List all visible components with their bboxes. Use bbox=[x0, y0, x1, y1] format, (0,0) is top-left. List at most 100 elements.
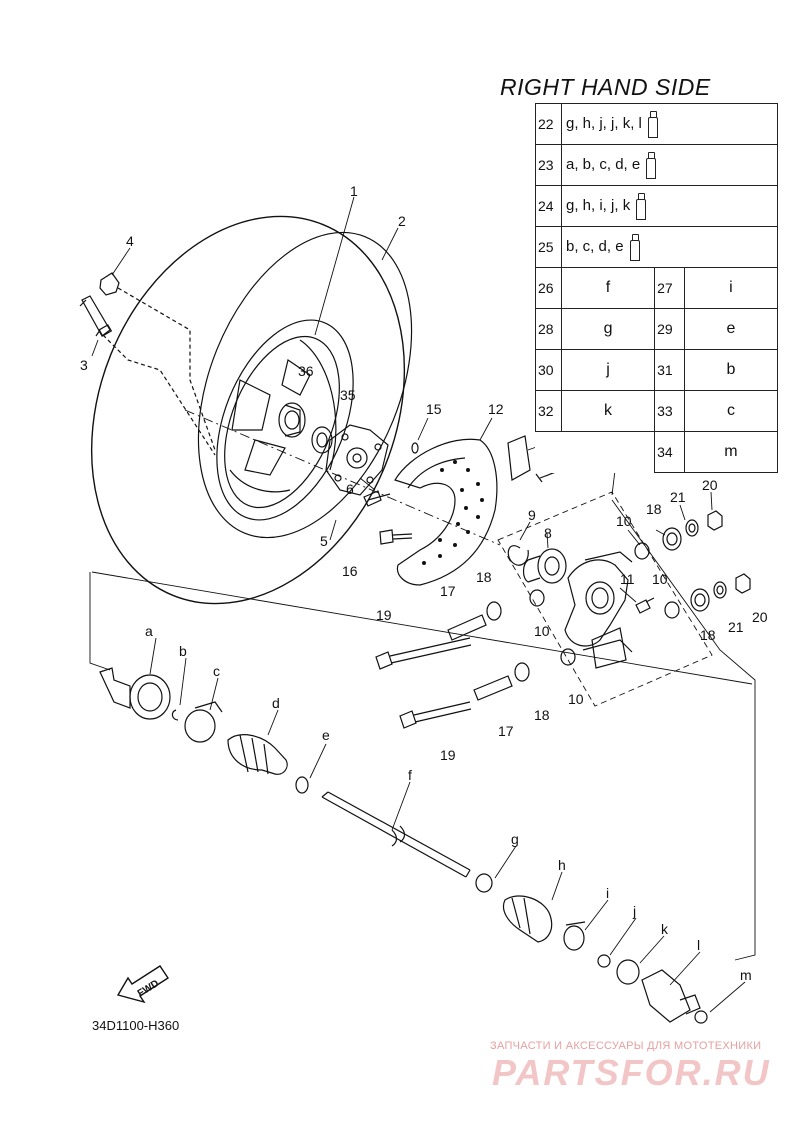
disc-bolt bbox=[379, 529, 413, 545]
callout-5: 5 bbox=[320, 533, 328, 549]
upper-seal-set bbox=[662, 510, 723, 551]
callout-10b: 10 bbox=[652, 571, 668, 587]
hub-collar bbox=[278, 402, 306, 438]
valve-cap bbox=[99, 272, 120, 296]
callout-21a: 21 bbox=[670, 489, 686, 505]
part-letter: e bbox=[683, 308, 779, 350]
grease-nipple bbox=[635, 597, 655, 614]
rim-inner bbox=[224, 335, 340, 509]
kit-contents-text: g, h, j, j, k, l bbox=[566, 114, 642, 132]
callout-j: j bbox=[632, 903, 636, 919]
outer-cv-joint bbox=[99, 667, 171, 720]
fwd-label: FWD bbox=[136, 978, 161, 999]
callout-17b: 17 bbox=[498, 723, 514, 739]
boot-h bbox=[502, 895, 553, 943]
knuckle-group-outline bbox=[497, 491, 713, 707]
part-number: 32 bbox=[535, 390, 562, 432]
last-row: 34 m bbox=[536, 431, 779, 473]
callout-9: 9 bbox=[528, 507, 536, 523]
callout-l: l bbox=[697, 937, 700, 953]
circlip-m bbox=[694, 1010, 708, 1024]
kit-row: 23 a, b, c, d, e bbox=[535, 144, 778, 186]
tire-wheel-assembly bbox=[90, 215, 413, 605]
assembly-guide-line bbox=[611, 499, 756, 961]
callout-20b: 20 bbox=[752, 609, 768, 625]
pair-row: 28 g 29 e bbox=[535, 308, 779, 350]
bushing bbox=[634, 542, 650, 560]
callout-i: i bbox=[606, 885, 609, 901]
kit-contents: g, h, j, j, k, l bbox=[561, 103, 778, 145]
fwd-arrow-icon: FWD bbox=[116, 965, 169, 1004]
grease-tube-icon bbox=[647, 111, 658, 138]
tire-outer bbox=[90, 215, 406, 605]
circlip-b bbox=[171, 709, 179, 721]
rim-spokes bbox=[231, 359, 311, 476]
callout-1: 1 bbox=[350, 183, 358, 199]
callout-c: c bbox=[213, 663, 220, 679]
part-number: 31 bbox=[654, 349, 685, 391]
watermark-site: PARTSFOR.RU bbox=[492, 1052, 771, 1093]
wheel-hub bbox=[325, 424, 389, 496]
callout-2: 2 bbox=[398, 213, 406, 229]
callout-20a: 20 bbox=[702, 477, 718, 493]
callout-d: d bbox=[272, 695, 280, 711]
callout-k: k bbox=[661, 921, 669, 937]
kit-contents: a, b, c, d, e bbox=[561, 144, 778, 186]
kit-row: 25 b, c, d, e bbox=[535, 226, 778, 268]
callout-g: g bbox=[511, 831, 519, 847]
callout-17a: 17 bbox=[440, 583, 456, 599]
kit-number: 25 bbox=[535, 226, 562, 268]
part-number: 30 bbox=[535, 349, 562, 391]
pair-row: 32 k 33 c bbox=[535, 390, 779, 432]
kit-number: 24 bbox=[535, 185, 562, 227]
part-letter: g bbox=[560, 308, 656, 350]
hub-spacer bbox=[311, 426, 333, 454]
drive-shaft-f bbox=[321, 791, 471, 878]
valve-assembly bbox=[79, 272, 216, 456]
inner-cv-joint-l bbox=[641, 969, 701, 1023]
part-number: 33 bbox=[654, 390, 685, 432]
blank-cell bbox=[536, 432, 655, 473]
boot-band-g bbox=[475, 873, 493, 893]
callout-11: 11 bbox=[620, 571, 635, 587]
grease-tube-icon bbox=[646, 152, 657, 179]
leader-lines bbox=[91, 196, 746, 1013]
disc-clip bbox=[411, 442, 419, 454]
kit-contents-text: a, b, c, d, e bbox=[566, 155, 641, 173]
collar-upper bbox=[447, 614, 487, 641]
boot-d bbox=[227, 734, 288, 775]
kit-contents: g, h, i, j, k bbox=[561, 185, 778, 227]
steering-knuckle bbox=[564, 551, 633, 669]
kit-contents-text: g, h, i, j, k bbox=[566, 196, 631, 214]
kit-number: 23 bbox=[535, 144, 562, 186]
callout-10c: 10 bbox=[534, 623, 550, 639]
callout-18c: 18 bbox=[700, 627, 716, 643]
part-number: 26 bbox=[535, 267, 562, 309]
callout-36: 36 bbox=[298, 363, 314, 379]
tire-inner-rim-edge bbox=[197, 231, 413, 539]
lower-seal-set bbox=[690, 573, 751, 612]
bushing bbox=[664, 601, 680, 619]
brake-disc bbox=[394, 438, 498, 586]
pair-row: 30 j 31 b bbox=[535, 349, 779, 391]
callout-18b: 18 bbox=[476, 569, 492, 585]
callout-21b: 21 bbox=[728, 619, 744, 635]
grease-tube-icon bbox=[636, 193, 647, 220]
repair-kit-table: 22 g, h, j, j, k, l 23 a, b, c, d, e 24 … bbox=[535, 103, 779, 473]
seal-left-lower bbox=[514, 662, 530, 682]
kit-contents: b, c, d, e bbox=[561, 226, 778, 268]
part-letter: f bbox=[560, 267, 656, 309]
diagram-heading: RIGHT HAND SIDE bbox=[500, 74, 711, 100]
callout-15: 15 bbox=[426, 401, 442, 417]
part-letter: k bbox=[560, 390, 656, 432]
bushing bbox=[529, 589, 545, 607]
callout-a: a bbox=[145, 623, 153, 639]
callout-35: 35 bbox=[340, 387, 356, 403]
callout-h: h bbox=[558, 857, 566, 873]
kit-contents-text: b, c, d, e bbox=[566, 237, 624, 255]
knuckle-bolt-lower bbox=[399, 701, 472, 729]
valve-stem bbox=[79, 295, 111, 337]
kit-row: 24 g, h, i, j, k bbox=[535, 185, 778, 227]
kit-number: 22 bbox=[535, 103, 562, 145]
